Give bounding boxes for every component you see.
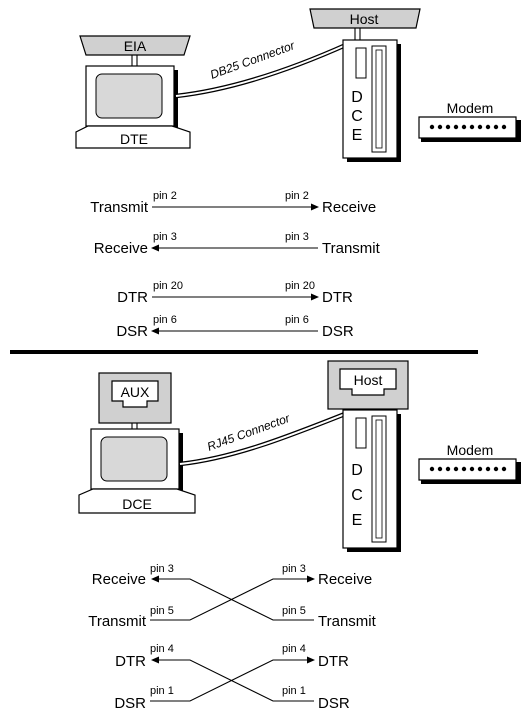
modem-led xyxy=(453,466,459,472)
bottom-signal-right-pin: pin 3 xyxy=(282,563,306,575)
modem-icon xyxy=(418,458,521,484)
modem-led xyxy=(493,124,499,130)
top-signal-right-label: DSR xyxy=(322,323,354,340)
bottom-signal-left-label: DTR xyxy=(115,653,146,670)
bottom-signal-table: Receive pin 3 pin 3 Receive Transmit pin… xyxy=(88,563,376,712)
bottom-signal-left-label: DSR xyxy=(114,695,146,712)
dte-label: DTE xyxy=(120,131,148,147)
host-connector: Host xyxy=(309,8,421,29)
bottom-signal-right-label: DSR xyxy=(318,695,350,712)
modem-led xyxy=(429,124,435,130)
top-signal-left-pin: pin 20 xyxy=(153,280,183,292)
bottom-signal-left-label: Transmit xyxy=(88,613,147,630)
modem-led xyxy=(445,124,451,130)
modem-led xyxy=(485,124,491,130)
modem-led xyxy=(493,466,499,472)
top-signal-left-pin: pin 3 xyxy=(153,231,177,243)
bottom-signal-right-label: Transmit xyxy=(318,613,377,630)
top-signal-right-pin: pin 3 xyxy=(285,231,309,243)
dce-letter-d: D xyxy=(351,89,363,106)
rj45-cable xyxy=(179,409,351,467)
modem-led xyxy=(453,124,459,130)
bottom-signal-right-label: Receive xyxy=(318,571,372,588)
top-signal-right-label: Transmit xyxy=(322,240,381,257)
modem-led xyxy=(477,124,483,130)
bottom-signal-left-label: Receive xyxy=(92,571,146,588)
dce-letter-e: E xyxy=(352,512,363,529)
top-signal-left-label: DTR xyxy=(117,289,148,306)
dce-box: D C E xyxy=(342,409,401,552)
dce-terminal: DCE xyxy=(78,428,196,514)
modem-led xyxy=(469,466,475,472)
crossover-arrow xyxy=(151,575,314,621)
dce-letter-c: C xyxy=(351,108,363,125)
top-signal-right-pin: pin 2 xyxy=(285,190,309,202)
db25-cable xyxy=(175,41,349,99)
host-jack: Host xyxy=(327,360,409,410)
top-signal-right-pin: pin 6 xyxy=(285,314,309,326)
top-signal-left-label: DSR xyxy=(116,323,148,340)
dce-terminal-label: DCE xyxy=(122,496,152,512)
dce-box: D C E xyxy=(342,39,401,162)
bottom-signal-right-pin: pin 1 xyxy=(282,685,306,697)
top-signal-right-label: Receive xyxy=(322,199,376,216)
modem-led xyxy=(461,466,467,472)
modem-led xyxy=(477,466,483,472)
modem-led xyxy=(469,124,475,130)
modem-led xyxy=(445,466,451,472)
section-divider xyxy=(10,350,478,354)
modem-led xyxy=(461,124,467,130)
aux-label: AUX xyxy=(121,384,150,400)
db25-cable-label: DB25 Connector xyxy=(208,38,297,82)
bottom-signal-left-pin: pin 5 xyxy=(150,605,174,617)
bottom-signal-left-pin: pin 4 xyxy=(150,643,174,655)
modem-led xyxy=(501,466,507,472)
bottom-signal-right-label: DTR xyxy=(318,653,349,670)
host-connector-label: Host xyxy=(350,11,379,27)
eia-connector-label: EIA xyxy=(124,38,147,54)
modem-led xyxy=(437,124,443,130)
top-signal-left-pin: pin 6 xyxy=(153,314,177,326)
top-signal-left-label: Receive xyxy=(94,240,148,257)
modem-led xyxy=(437,466,443,472)
top-signal-right-label: DTR xyxy=(322,289,353,306)
host-jack-label: Host xyxy=(354,372,383,388)
modem-icon xyxy=(418,116,521,142)
top-signal-left-label: Transmit xyxy=(90,199,149,216)
modem-label: Modem xyxy=(447,100,494,116)
aux-jack: AUX xyxy=(98,372,172,424)
top-signal-left-pin: pin 2 xyxy=(153,190,177,202)
dce-letter-c: C xyxy=(351,487,363,504)
bottom-signal-left-pin: pin 3 xyxy=(150,563,174,575)
dce-letter-d: D xyxy=(351,462,363,479)
top-signal-right-pin: pin 20 xyxy=(285,280,315,292)
modem-led xyxy=(429,466,435,472)
top-signal-table: Transmit pin 2 pin 2 Receive Receive pin… xyxy=(90,190,380,340)
modem-label: Modem xyxy=(447,442,494,458)
bottom-signal-right-pin: pin 4 xyxy=(282,643,306,655)
crossover-arrow xyxy=(151,656,314,702)
eia-connector: EIA xyxy=(79,35,191,56)
dce-letter-e: E xyxy=(352,127,363,144)
dte-terminal: DTE xyxy=(75,65,191,149)
modem-led xyxy=(485,466,491,472)
modem-led xyxy=(501,124,507,130)
bottom-signal-left-pin: pin 1 xyxy=(150,685,174,697)
bottom-signal-right-pin: pin 5 xyxy=(282,605,306,617)
